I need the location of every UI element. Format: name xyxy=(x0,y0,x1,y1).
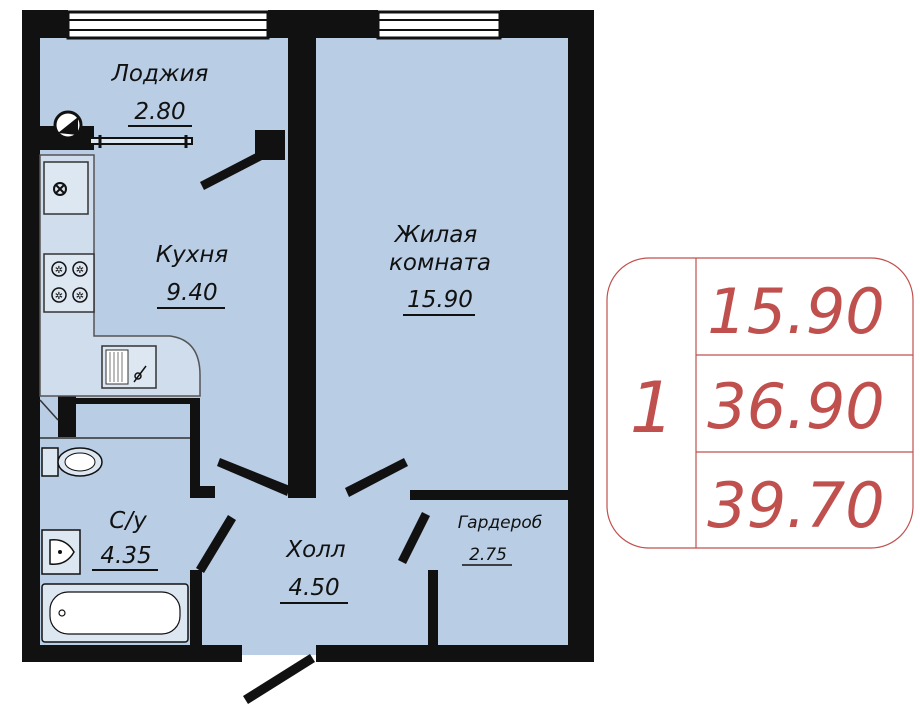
radiator-icon xyxy=(53,110,193,148)
door-entrance xyxy=(243,654,315,704)
living-room-name-line2: комната xyxy=(389,250,491,276)
loggia-name: Лоджия xyxy=(111,61,209,87)
sink-icon xyxy=(101,345,157,389)
windows xyxy=(66,10,502,40)
bathroom-area: 4.35 xyxy=(100,543,151,569)
kitchen-counter: ✲ ✲ ✲ ✲ xyxy=(39,154,201,397)
door-loggia xyxy=(200,152,262,190)
hall-area: 4.50 xyxy=(288,575,339,601)
hall-name: Холл xyxy=(285,537,346,563)
window-living-room xyxy=(376,10,502,40)
door-bathroom xyxy=(196,515,236,573)
door-wardrobe xyxy=(398,512,430,564)
bathroom-name: С/у xyxy=(109,508,147,534)
bathtub-icon xyxy=(41,583,189,643)
svg-text:✲: ✲ xyxy=(55,291,63,302)
svg-text:✲: ✲ xyxy=(76,265,84,276)
thin-lines xyxy=(39,399,190,439)
svg-text:✲: ✲ xyxy=(55,265,63,276)
doors xyxy=(196,152,430,704)
wardrobe-area: 2.75 xyxy=(469,545,507,565)
summary-total-area: 36.90 xyxy=(707,370,885,443)
window-loggia xyxy=(66,10,270,40)
summary-total-with-loggia: 39.70 xyxy=(707,469,885,542)
toilet-icon xyxy=(41,447,103,477)
area-summary: 1 15.90 36.90 39.70 xyxy=(606,257,914,549)
wardrobe-fill xyxy=(430,495,568,655)
living-room-area: 15.90 xyxy=(407,287,473,313)
oven-icon xyxy=(43,161,89,215)
room-labels: Лоджия 2.80 Кухня 9.40 Жилая комната 15.… xyxy=(92,61,543,604)
kitchen-area: 9.40 xyxy=(166,280,217,306)
summary-frame xyxy=(606,257,914,549)
kitchen-name: Кухня xyxy=(156,242,229,268)
room-fills xyxy=(38,35,568,655)
door-living-room xyxy=(345,458,408,497)
svg-text:✲: ✲ xyxy=(76,291,84,302)
living-room-name-line1: Жилая xyxy=(393,222,478,248)
washbasin-icon xyxy=(41,529,81,575)
loggia-area: 2.80 xyxy=(134,99,185,125)
wardrobe-name: Гардероб xyxy=(458,513,543,533)
walls xyxy=(22,10,594,662)
summary-rooms-count: 1 xyxy=(630,367,675,449)
door-kitchen xyxy=(217,458,290,496)
stove-burner-icon: ✲ ✲ ✲ ✲ xyxy=(43,253,95,313)
summary-living-area: 15.90 xyxy=(707,275,885,348)
